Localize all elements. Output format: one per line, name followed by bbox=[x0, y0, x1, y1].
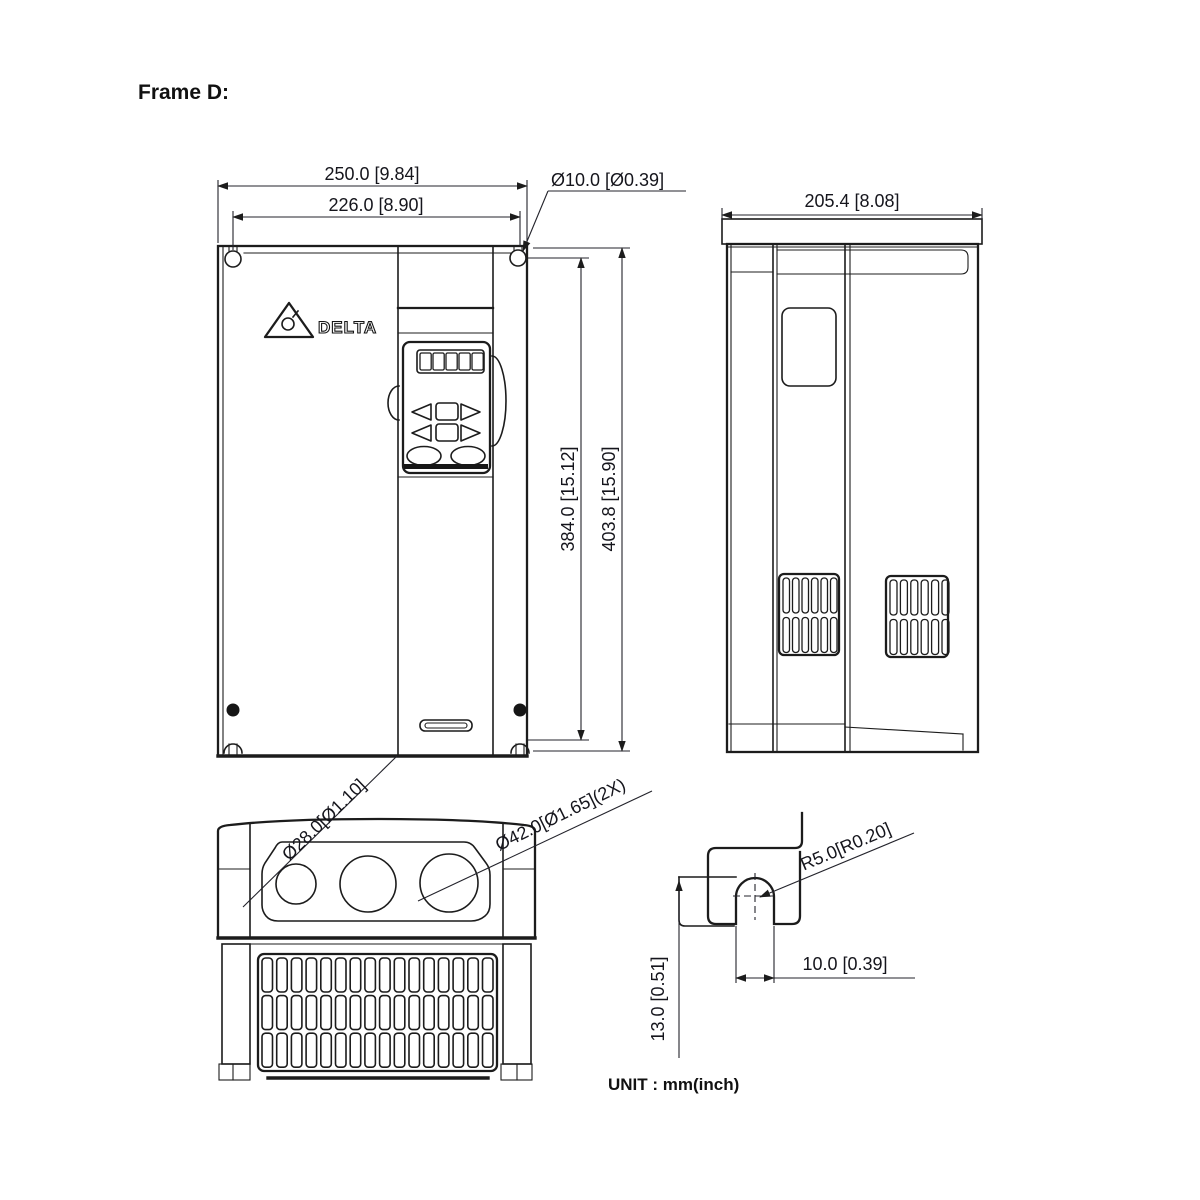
keypad-right-button-2 bbox=[460, 424, 481, 442]
mounting-hole-top-left bbox=[224, 245, 242, 268]
conduit-plate bbox=[261, 841, 491, 922]
keypad-display bbox=[416, 349, 485, 374]
bracket-profile bbox=[706, 811, 804, 926]
dim-front-hole-dia: Ø10.0 [Ø0.39] bbox=[551, 170, 664, 190]
unit-note: UNIT : mm(inch) bbox=[608, 1075, 739, 1094]
dim-detail-slot-width: 10.0 [0.39] bbox=[802, 954, 887, 974]
dim-front-height-overall: 403.8 [15.90] bbox=[599, 446, 619, 551]
dim-detail-edge-offset: 13.0 [0.51] bbox=[648, 956, 668, 1041]
keypad-stop-button bbox=[450, 445, 486, 467]
side-vent-grille-right bbox=[884, 574, 950, 659]
keypad-right-ear bbox=[491, 355, 507, 447]
side-view-dimensions: 205.4 [8.08] bbox=[721, 191, 983, 221]
conduit-hole-large-1 bbox=[339, 855, 397, 913]
side-top-recess bbox=[776, 249, 969, 275]
dim-bottom-hole-large: Ø42.0[Ø1.65](2X) bbox=[492, 774, 628, 854]
keypad-left-ear bbox=[387, 385, 400, 421]
front-view: DELTA bbox=[216, 244, 530, 758]
screw-bottom-left bbox=[226, 703, 240, 717]
keypad-center-button bbox=[435, 402, 459, 421]
keypad-run-button bbox=[406, 445, 442, 467]
side-vent-grille-left bbox=[777, 572, 841, 657]
side-label-plate bbox=[781, 307, 837, 387]
keypad bbox=[387, 340, 507, 475]
keypad-right-button bbox=[460, 403, 481, 421]
side-view bbox=[721, 218, 983, 754]
conduit-hole-small bbox=[275, 863, 317, 905]
detail-view: R5.0[R0.20] 10.0 [0.39] 13.0 [0.51] bbox=[648, 811, 915, 1058]
bottom-view-dimensions: Ø28.0[Ø1.10] Ø42.0[Ø1.65](2X) bbox=[242, 755, 653, 908]
keypad-display-segments bbox=[419, 352, 484, 371]
mounting-hole-top-right bbox=[509, 245, 527, 267]
dim-front-width-overall: 250.0 [9.84] bbox=[324, 164, 419, 184]
mounting-slot-bottom-left bbox=[223, 743, 243, 757]
bottom-leg-right bbox=[500, 943, 533, 1081]
bottom-view bbox=[216, 817, 537, 1081]
screw-bottom-right bbox=[513, 703, 527, 717]
dim-front-height-holes: 384.0 [15.12] bbox=[558, 446, 578, 551]
dim-front-width-holes: 226.0 [8.90] bbox=[328, 195, 423, 215]
page-title: Frame D: bbox=[138, 81, 229, 104]
delta-logo-icon bbox=[263, 301, 315, 339]
delta-logo-wordmark: DELTA bbox=[318, 318, 377, 337]
door-latch-slot bbox=[419, 719, 473, 732]
dim-side-depth: 205.4 [8.08] bbox=[804, 191, 899, 211]
front-view-dimensions: 250.0 [9.84] 226.0 [8.90] Ø10.0 [Ø0.39] … bbox=[217, 164, 686, 752]
mounting-slot-bottom-right bbox=[510, 743, 530, 757]
bottom-vent-grille bbox=[256, 952, 499, 1073]
keypad-left-button bbox=[411, 403, 432, 421]
conduit-hole-large-2 bbox=[419, 853, 479, 913]
dim-detail-radius: R5.0[R0.20] bbox=[798, 819, 894, 875]
keypad-left-button-2 bbox=[411, 424, 432, 442]
keypad-center-button-2 bbox=[435, 423, 459, 442]
bottom-leg-left bbox=[218, 943, 251, 1081]
